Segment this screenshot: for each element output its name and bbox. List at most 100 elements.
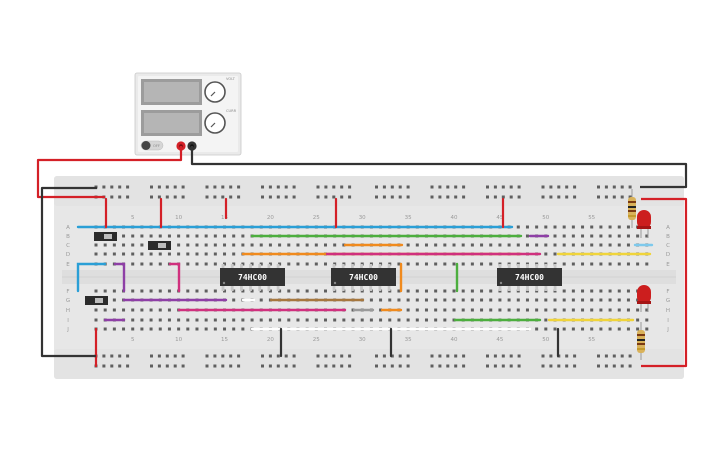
breadboard-hole[interactable] (348, 364, 352, 368)
breadboard-hole[interactable] (597, 185, 600, 189)
breadboard-hole[interactable] (158, 234, 162, 238)
breadboard-hole[interactable] (314, 262, 318, 266)
breadboard-hole[interactable] (608, 298, 612, 302)
breadboard-hole[interactable] (590, 234, 594, 238)
breadboard-hole[interactable] (573, 185, 577, 189)
breadboard-hole[interactable] (535, 327, 539, 331)
breadboard-hole[interactable] (493, 195, 497, 199)
breadboard-hole[interactable] (237, 185, 241, 189)
breadboard-hole[interactable] (131, 318, 135, 322)
breadboard-hole[interactable] (415, 289, 419, 293)
breadboard-hole[interactable] (165, 364, 169, 368)
breadboard-hole[interactable] (553, 234, 557, 238)
breadboard-hole[interactable] (204, 289, 208, 293)
breadboard-hole[interactable] (292, 195, 296, 199)
breadboard-hole[interactable] (443, 243, 447, 247)
breadboard-hole[interactable] (177, 243, 181, 247)
breadboard-hole[interactable] (562, 243, 566, 247)
breadboard-hole[interactable] (284, 185, 288, 189)
breadboard-hole[interactable] (517, 195, 521, 199)
breadboard-hole[interactable] (581, 234, 585, 238)
breadboard-hole[interactable] (599, 243, 603, 247)
breadboard-hole[interactable] (292, 354, 296, 358)
breadboard-hole[interactable] (223, 234, 227, 238)
breadboard-hole[interactable] (186, 289, 190, 293)
breadboard-hole[interactable] (213, 327, 217, 331)
breadboard-hole[interactable] (213, 252, 217, 256)
breadboard-hole[interactable] (612, 364, 616, 368)
breadboard-hole[interactable] (369, 318, 373, 322)
breadboard-hole[interactable] (424, 243, 428, 247)
breadboard-hole[interactable] (590, 327, 594, 331)
breadboard-hole[interactable] (604, 185, 608, 189)
breadboard-hole[interactable] (167, 234, 171, 238)
breadboard-hole[interactable] (204, 252, 208, 256)
breadboard-hole[interactable] (549, 354, 553, 358)
breadboard-hole[interactable] (150, 354, 153, 358)
breadboard-hole[interactable] (516, 308, 520, 312)
resistor-bottom[interactable] (637, 322, 645, 360)
breadboard-hole[interactable] (581, 298, 585, 302)
breadboard-hole[interactable] (140, 262, 144, 266)
breadboard-hole[interactable] (489, 289, 493, 293)
breadboard-hole[interactable] (535, 243, 539, 247)
breadboard-hole[interactable] (186, 252, 190, 256)
breadboard-hole[interactable] (406, 262, 410, 266)
breadboard-hole[interactable] (186, 327, 190, 331)
breadboard-hole[interactable] (470, 243, 474, 247)
breadboard-hole[interactable] (517, 354, 521, 358)
breadboard-hole[interactable] (314, 289, 318, 293)
breadboard-hole[interactable] (415, 308, 419, 312)
breadboard-hole[interactable] (324, 185, 328, 189)
breadboard-hole[interactable] (268, 364, 272, 368)
breadboard-hole[interactable] (628, 354, 632, 358)
breadboard-hole[interactable] (498, 243, 502, 247)
breadboard-hole[interactable] (173, 195, 177, 199)
breadboard-hole[interactable] (103, 243, 107, 247)
breadboard-hole[interactable] (261, 354, 264, 358)
breadboard-hole[interactable] (544, 252, 548, 256)
breadboard-hole[interactable] (541, 354, 545, 358)
breadboard-hole[interactable] (223, 289, 227, 293)
breadboard-hole[interactable] (181, 354, 185, 358)
breadboard-hole[interactable] (241, 243, 245, 247)
breadboard-hole[interactable] (186, 262, 190, 266)
breadboard-hole[interactable] (213, 195, 217, 199)
breadboard-hole[interactable] (541, 364, 545, 368)
breadboard-hole[interactable] (480, 308, 484, 312)
breadboard-hole[interactable] (636, 318, 640, 322)
breadboard-hole[interactable] (232, 262, 236, 266)
breadboard-hole[interactable] (232, 243, 236, 247)
breadboard-hole[interactable] (489, 243, 493, 247)
breadboard-hole[interactable] (268, 289, 272, 293)
breadboard-hole[interactable] (223, 243, 227, 247)
breadboard-hole[interactable] (232, 234, 236, 238)
breadboard-hole[interactable] (186, 318, 190, 322)
breadboard-hole[interactable] (415, 243, 419, 247)
breadboard-hole[interactable] (390, 185, 394, 189)
breadboard-hole[interactable] (424, 289, 428, 293)
breadboard-hole[interactable] (324, 289, 327, 293)
breadboard-hole[interactable] (424, 318, 428, 322)
breadboard-hole[interactable] (181, 185, 185, 189)
resistor-top[interactable] (628, 189, 636, 228)
breadboard-hole[interactable] (94, 252, 98, 256)
breadboard-hole[interactable] (562, 327, 566, 331)
breadboard-hole[interactable] (165, 195, 169, 199)
breadboard-hole[interactable] (94, 289, 98, 293)
breadboard-hole[interactable] (118, 185, 122, 189)
breadboard-hole[interactable] (397, 298, 401, 302)
breadboard-hole[interactable] (186, 234, 190, 238)
breadboard-hole[interactable] (535, 298, 539, 302)
rail-jumpers[interactable] (94, 197, 560, 368)
breadboard-hole[interactable] (424, 262, 428, 266)
breadboard-hole[interactable] (232, 298, 236, 302)
breadboard-hole[interactable] (375, 354, 378, 358)
breadboard-hole[interactable] (571, 262, 575, 266)
breadboard-hole[interactable] (557, 195, 561, 199)
breadboard-hole[interactable] (332, 364, 336, 368)
breadboard-hole[interactable] (608, 289, 612, 293)
breadboard-hole[interactable] (382, 185, 386, 189)
breadboard-hole[interactable] (296, 243, 300, 247)
breadboard-hole[interactable] (636, 298, 640, 302)
